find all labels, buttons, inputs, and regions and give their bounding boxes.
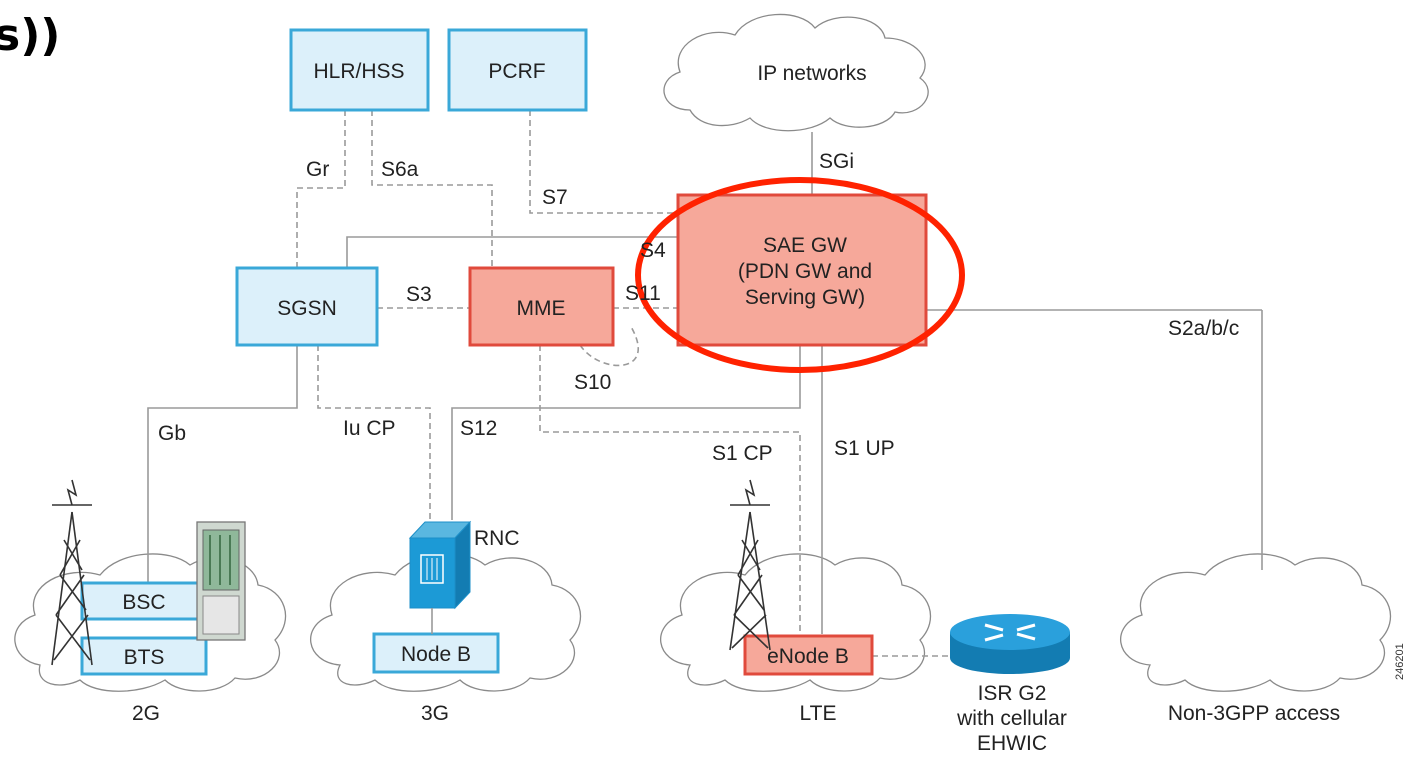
isr-label-1: ISR G2 — [978, 682, 1047, 705]
access-non3gpp-label: Non-3GPP access — [1168, 702, 1340, 725]
link-s7 — [529, 110, 678, 214]
sgsn-box — [235, 266, 379, 347]
s2abc-label: S2a/b/c — [1168, 317, 1239, 340]
enode-b-box — [743, 634, 874, 676]
iu-cp-label: Iu CP — [343, 417, 396, 440]
rnc-label: RNC — [474, 527, 520, 550]
hlr-hss-label: HLR/HSS — [313, 60, 404, 83]
router-icon — [950, 614, 1070, 674]
s1-cp-label: S1 CP — [712, 442, 773, 465]
hlr-hss-box — [289, 28, 430, 112]
cell-tower-2g-icon — [51, 479, 93, 666]
pcrf-label: PCRF — [488, 60, 545, 83]
node-b-box — [372, 632, 500, 674]
s10-label: S10 — [574, 371, 611, 394]
link-s6a — [371, 110, 493, 268]
mme-box — [468, 266, 615, 347]
gr-label: Gr — [306, 158, 329, 181]
link-s10-loop — [579, 324, 639, 367]
access-2g-label: 2G — [132, 702, 160, 725]
link-gb — [147, 345, 298, 585]
s3-label: S3 — [406, 283, 432, 306]
link-s4 — [346, 236, 678, 268]
access-3g-label: 3G — [421, 702, 449, 725]
sae-gw-box — [676, 193, 928, 347]
sae-gw-label-2: (PDN GW and — [738, 260, 872, 283]
isr-label-3: EHWIC — [977, 732, 1047, 755]
pcrf-box — [447, 28, 588, 112]
bsc-label: BSC — [122, 591, 165, 614]
link-s12 — [451, 345, 801, 520]
sgi-label: SGi — [819, 150, 854, 173]
node-b-label: Node B — [401, 643, 471, 666]
bsc-rack-icon — [196, 521, 246, 641]
rnc-device-icon — [408, 520, 472, 634]
sae-gw-label-1: SAE GW — [763, 234, 847, 257]
link-iu-cp — [317, 345, 431, 520]
cloud-non-3gpp — [1119, 553, 1392, 692]
enode-b-label: eNode B — [767, 645, 849, 668]
s11-label: S11 — [625, 282, 661, 305]
s4-label: S4 — [640, 239, 666, 262]
cell-tower-lte-icon — [729, 479, 771, 651]
bts-label: BTS — [124, 646, 165, 669]
sae-gw-highlight-ring — [635, 177, 965, 373]
s1-up-label: S1 UP — [834, 437, 895, 460]
sae-gw-label-3: Serving GW) — [745, 286, 865, 309]
figure-id: 246201 — [1394, 643, 1406, 680]
s6a-label: S6a — [381, 158, 419, 181]
link-s1-cp — [539, 345, 801, 634]
bts-box — [80, 636, 208, 676]
ip-networks-cloud — [663, 13, 929, 132]
s7-label: S7 — [542, 186, 568, 209]
s12-label: S12 — [460, 417, 497, 440]
sgsn-label: SGSN — [277, 297, 337, 320]
isr-label-2: with cellular — [956, 707, 1067, 730]
link-gr — [296, 110, 346, 268]
mme-label: MME — [517, 297, 566, 320]
gb-label: Gb — [158, 422, 186, 445]
corner-title-fragment: s)) — [0, 10, 61, 61]
access-lte-label: LTE — [800, 702, 837, 725]
ip-networks-label: IP networks — [757, 62, 866, 85]
